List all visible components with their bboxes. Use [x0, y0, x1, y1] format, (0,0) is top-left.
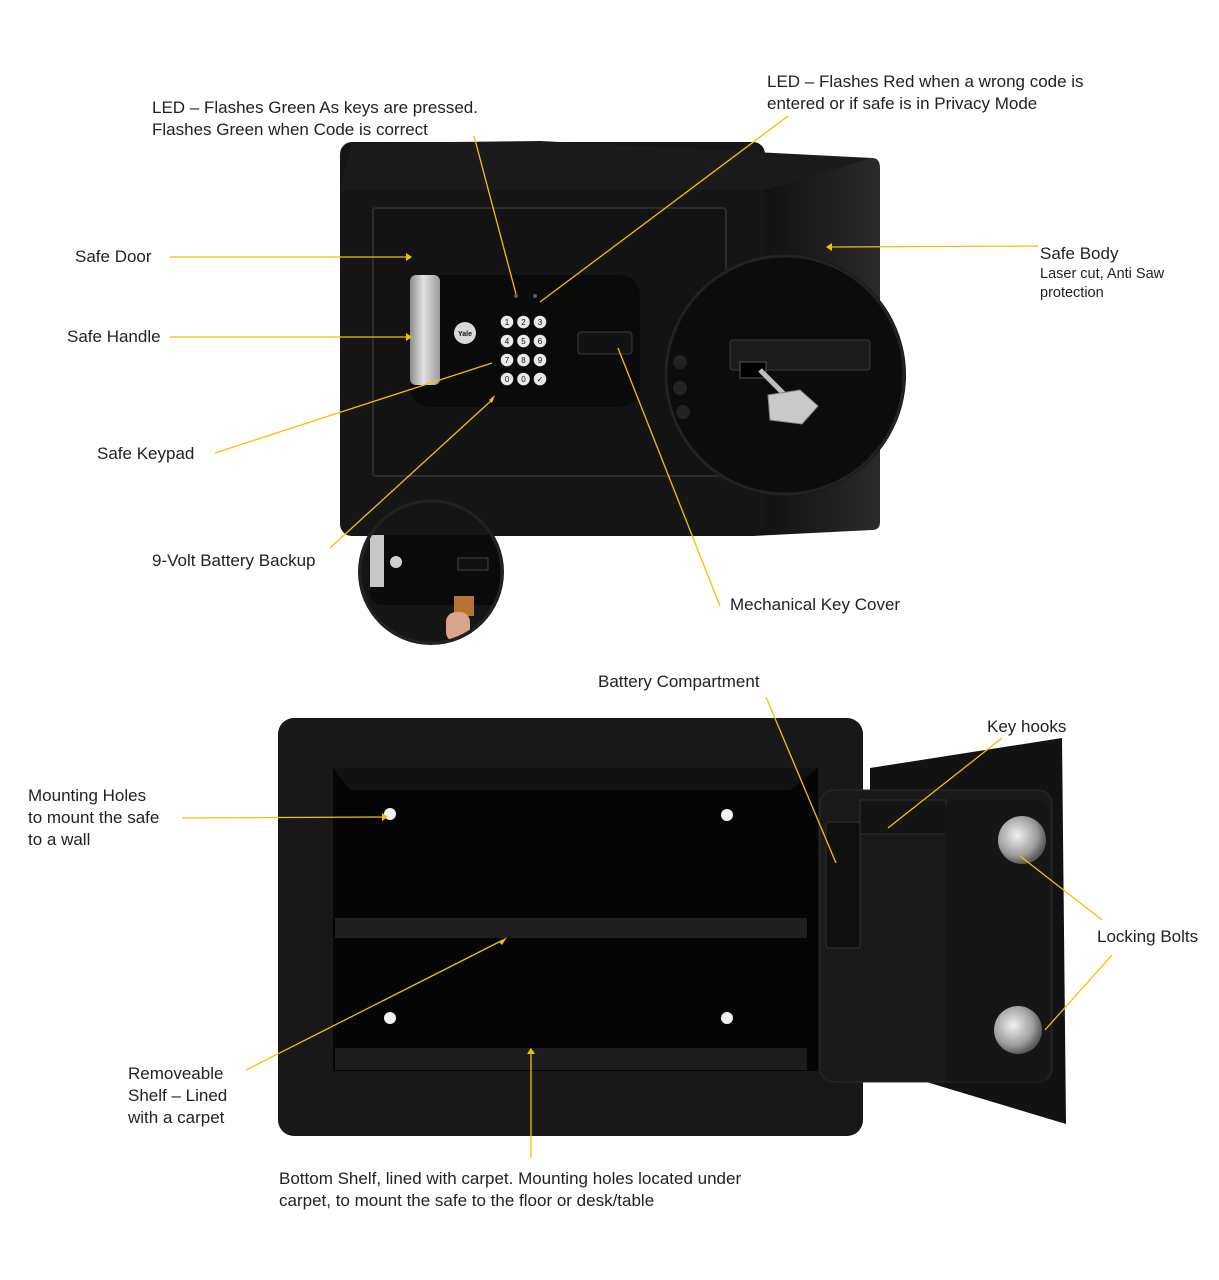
keypad-key-label: 2 [521, 318, 526, 327]
keypad-key [500, 334, 514, 348]
removable-shelf-label: Removeable Shelf – Lined with a carpet [128, 1063, 227, 1129]
top-safe: Yale 1 2 3 4 5 6 7 8 9 0 0 ✓ [340, 141, 880, 536]
open-safe [278, 718, 1066, 1136]
mounting-hole [384, 1012, 396, 1024]
handle-plate [410, 275, 440, 385]
interior-top-wall [333, 768, 818, 790]
keypad-key [517, 372, 530, 386]
keypad-key [533, 334, 547, 348]
battery-compartment-box [825, 821, 861, 949]
leader-lines [170, 115, 1113, 1158]
key-cover-label: Mechanical Key Cover [730, 595, 901, 614]
locking-bolt [998, 816, 1046, 864]
mounting-holes-line1: Mounting Holes [28, 786, 147, 805]
removable-shelf [335, 918, 807, 938]
keypad-key-label: 7 [505, 356, 510, 365]
keypad-key-label: 1 [505, 318, 510, 327]
bottom-shelf-line1: Bottom Shelf, lined with carpet. Mountin… [279, 1169, 742, 1188]
bottom-shelf-line2: carpet, to mount the safe to the floor o… [279, 1191, 655, 1210]
safe-body-detail-1: Laser cut, Anti Saw [1040, 266, 1165, 282]
safe-body-detail-2: protection [1040, 285, 1104, 301]
safe-handle-label: Safe Handle [67, 327, 161, 346]
bottom-shelf-label: Bottom Shelf, lined with carpet. Mountin… [279, 1168, 741, 1212]
mounting-holes-line2: to mount the safe [28, 808, 160, 827]
mounting-holes-label: Mounting Holes to mount the safe to a wa… [28, 785, 159, 851]
led-green-label: LED – Flashes Green As keys are pressed.… [152, 97, 478, 141]
safe-door-label: Safe Door [75, 247, 152, 266]
keypad-key [500, 372, 514, 386]
keypad-key [533, 353, 547, 367]
keypad-key [517, 353, 530, 367]
led-red-label: LED – Flashes Red when a wrong code is e… [767, 71, 1084, 115]
battery-compartment-label: Battery Compartment [598, 672, 760, 691]
leader-arrowheads [382, 243, 832, 1054]
safe-body-label: Safe Body Laser cut, Anti Saw protection [1040, 243, 1164, 303]
keypad-key-label: 4 [505, 337, 510, 346]
keypad-key-label: 8 [521, 356, 526, 365]
led-red-line1: LED – Flashes Red when a wrong code is [767, 72, 1084, 91]
led-green-icon [514, 294, 518, 298]
keypad-key-label: 9 [538, 356, 543, 365]
keypad-key [500, 315, 514, 329]
keypad-key [533, 372, 547, 386]
yale-logo-icon [454, 322, 476, 344]
yale-logo-text: Yale [458, 331, 472, 338]
locking-bolt [994, 1006, 1042, 1054]
bottom-shelf [335, 1048, 807, 1070]
led-green-line1: LED – Flashes Green As keys are pressed. [152, 98, 478, 117]
led-green-line2: Flashes Green when Code is correct [152, 120, 428, 139]
keypad-key-label: 6 [538, 337, 543, 346]
keypad-keys: 1 2 3 4 5 6 7 8 9 0 0 ✓ [500, 315, 547, 386]
removable-shelf-line3: with a carpet [128, 1108, 225, 1127]
key-hooks-label: Key hooks [987, 717, 1067, 736]
keypad-key-label: 3 [538, 318, 543, 327]
battery-zoom-circle [358, 499, 504, 645]
mounting-hole [721, 809, 733, 821]
removable-shelf-line1: Removeable [128, 1064, 224, 1083]
battery-backup-label: 9-Volt Battery Backup [152, 551, 316, 570]
keypad-key-label: ✓ [537, 375, 544, 384]
keypad-key-label: 0 [505, 375, 510, 384]
keypad-key-label: 5 [521, 337, 526, 346]
led-red-icon [533, 294, 537, 298]
locking-bolts-label: Locking Bolts [1097, 927, 1199, 946]
key-hooks-strip [859, 799, 947, 835]
keypad-key-label: 0 [521, 375, 526, 384]
keypad-key [500, 353, 514, 367]
mounting-hole [721, 1012, 733, 1024]
safe-keypad-label: Safe Keypad [97, 444, 195, 463]
mounting-holes-line3: to a wall [28, 830, 91, 849]
key-cover-plate [577, 331, 633, 355]
key-zoom-circle [664, 254, 906, 496]
keypad-key [517, 334, 530, 348]
safe-body-title: Safe Body [1040, 244, 1119, 263]
keypad-key [517, 315, 530, 329]
led-red-line2: entered or if safe is in Privacy Mode [767, 94, 1038, 113]
keypad-key [533, 315, 547, 329]
removable-shelf-line2: Shelf – Lined [128, 1086, 228, 1105]
